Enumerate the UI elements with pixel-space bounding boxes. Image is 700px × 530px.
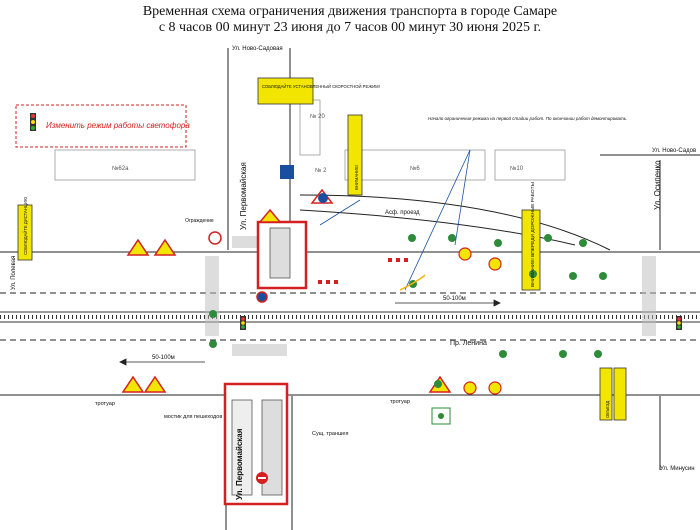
building-2: № 2 xyxy=(315,167,327,174)
yellow-signs xyxy=(17,77,627,421)
title-line-1: Временная схема ограничения движения тра… xyxy=(142,4,558,19)
street-novo-sadovaya-top: Ул. Ново-Садовая xyxy=(232,46,283,52)
barrier-label: Ограждение xyxy=(185,218,214,224)
building-62a: №62а xyxy=(112,165,129,172)
building-10: №10 xyxy=(510,165,524,172)
buildings xyxy=(54,99,566,181)
street-polevaya: Ул. Полевая xyxy=(11,256,17,290)
tram-track xyxy=(0,311,700,323)
title-line-2: с 8 часов 00 минут 23 июня до 7 часов 00… xyxy=(158,20,542,35)
guide-arrows xyxy=(319,149,471,291)
traffic-lights xyxy=(240,316,682,330)
work-zone-north xyxy=(256,220,308,290)
street-asf-proezd: Асф. проезд xyxy=(385,210,420,216)
street-minusinskaya: Ул. Минусин xyxy=(660,466,695,472)
road-works-sign: ВНИМАНИЕ! ВПЕРЕДИ ДОРОЖНЫЕ РАБОТЫ xyxy=(530,182,536,287)
barriers xyxy=(318,258,408,284)
distance-markers xyxy=(119,299,501,366)
building-20: № 20 xyxy=(310,113,325,120)
works-note: Начало ограничения режима на первой стад… xyxy=(428,115,627,121)
round-signs xyxy=(208,193,502,484)
direction-sign xyxy=(280,165,294,179)
trench-label: Сущ. траншея xyxy=(312,431,348,437)
street-pervomayskaya-south: Ул. Первомайская xyxy=(235,428,244,500)
building-6: №6 xyxy=(410,165,420,172)
attention-mid: ВНИМАНИЕ! xyxy=(354,165,359,190)
street-novo-sadovaya-right: Ул. Ново-Садов xyxy=(652,148,696,154)
street-osipenko: Ул. Осипенко xyxy=(653,160,662,210)
warning-triangles xyxy=(121,188,452,393)
map-title: Временная схема ограничения движения тра… xyxy=(0,4,700,36)
pedestrian-bridge: мостик для пешеходов xyxy=(164,414,222,420)
speed-notice: СОБЛЮДАЙТЕ УСТАНОВЛЕННЫЙ СКОРОСТНОЙ РЕЖИ… xyxy=(262,84,380,89)
attention-left: СОБЛЮДАЙТЕ ДИСТАНЦИЮ xyxy=(23,196,28,255)
legend-label: Изменить режим работы светофора xyxy=(46,121,190,130)
distance-left: 50-100м xyxy=(152,355,175,361)
street-pervomayskaya-north: Ул. Первомайская xyxy=(239,162,248,230)
sidewalk-left: тротуар xyxy=(95,401,115,407)
sidewalk-mid: тротуар xyxy=(390,399,410,405)
detour-sign: ОБЪЕЗД xyxy=(605,401,610,418)
distance-right: 50-100м xyxy=(443,296,466,302)
legend: Изменить режим работы светофора xyxy=(15,104,190,148)
street-lenina: Пр. Ленина xyxy=(450,340,487,347)
work-zone-south xyxy=(223,382,289,506)
